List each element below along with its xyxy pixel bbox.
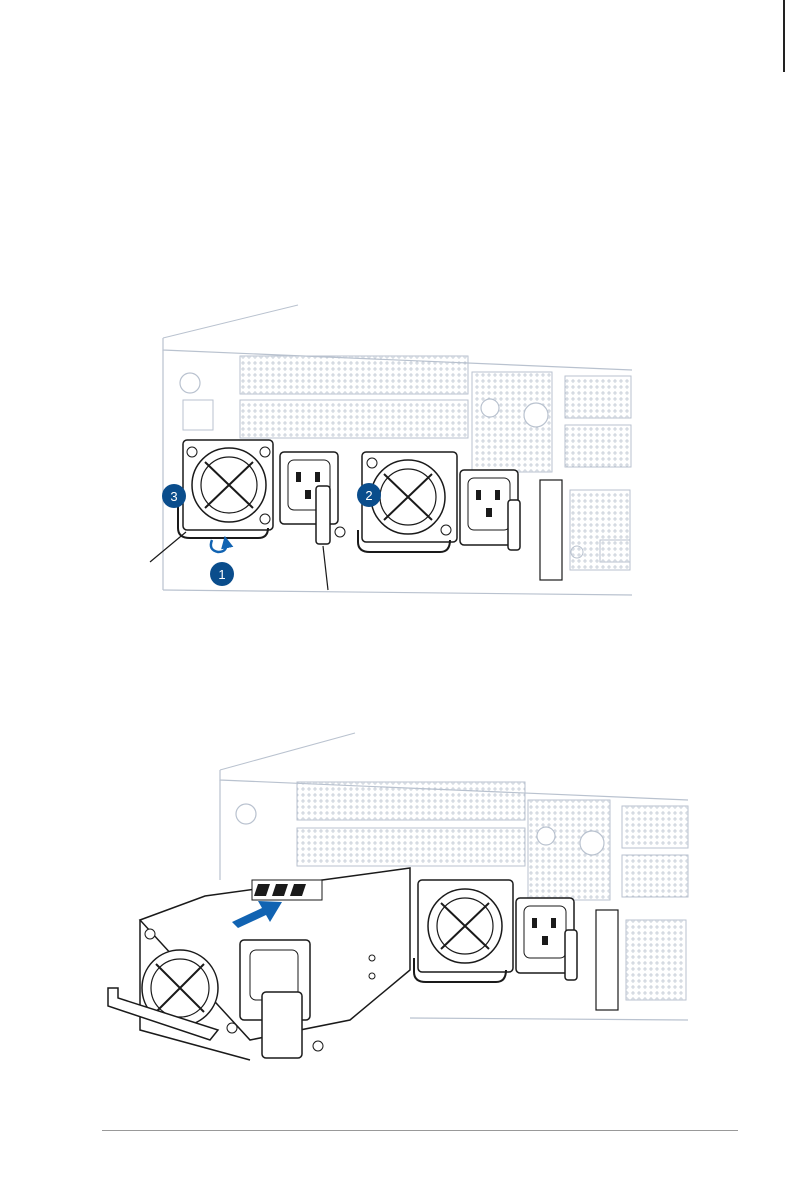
callout-1: 1 bbox=[210, 562, 234, 586]
svg-text:1: 1 bbox=[218, 567, 225, 582]
svg-text:2: 2 bbox=[365, 488, 372, 503]
psu-being-inserted bbox=[108, 868, 410, 1060]
callout-2: 2 bbox=[357, 483, 381, 507]
callout-3: 3 bbox=[162, 484, 186, 508]
rotate-arrow-icon bbox=[211, 540, 226, 552]
server-rear-view-top: 1 2 3 bbox=[150, 305, 632, 595]
footer-rule bbox=[102, 1130, 738, 1131]
svg-text:3: 3 bbox=[170, 489, 177, 504]
server-rear-view-bottom bbox=[108, 733, 688, 1060]
psu-1 bbox=[178, 440, 345, 544]
